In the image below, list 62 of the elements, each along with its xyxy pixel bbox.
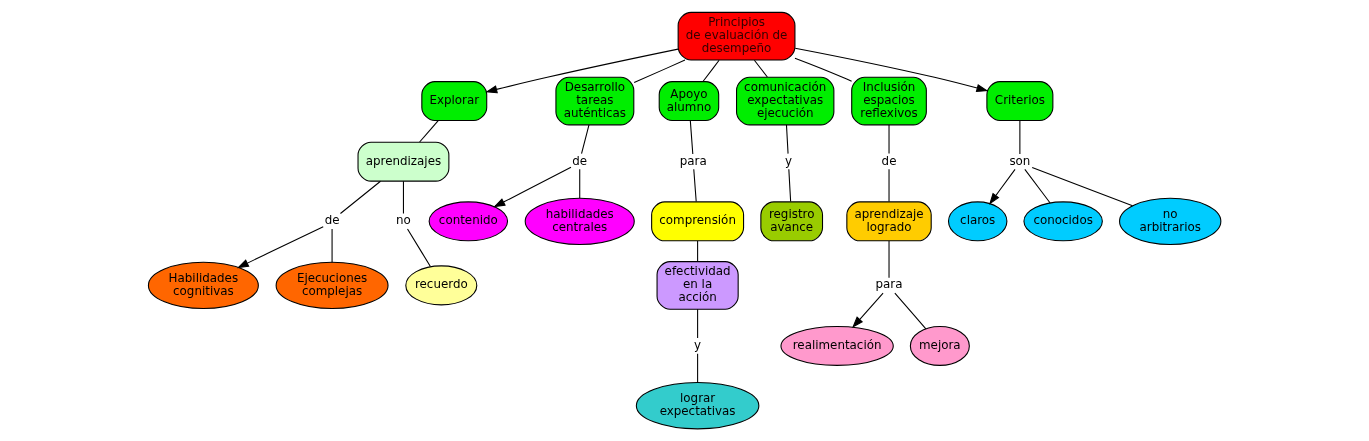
node-ellipse: no arbitrarios: [1119, 197, 1222, 246]
connector: [406, 228, 431, 267]
node-box: Principios de evaluación de desempeño: [677, 11, 796, 61]
node-box: Apoyo alumno: [658, 81, 720, 122]
connector: [579, 168, 581, 199]
arrow: [236, 226, 324, 269]
connector: [794, 57, 853, 82]
connector: [1024, 168, 1051, 204]
node-text: de: [572, 153, 588, 168]
node-ellipse: habilidades centrales: [524, 197, 635, 246]
node-text: para: [679, 153, 707, 168]
arrow: [485, 48, 679, 94]
connector: [888, 240, 890, 279]
connector: [1019, 120, 1021, 155]
connector: [697, 353, 699, 383]
connector: [697, 308, 699, 339]
node-text: de: [881, 153, 897, 168]
node-ellipse: contenido: [428, 201, 509, 242]
node-box: comunicación expectativas ejecución: [736, 76, 835, 126]
node-box: Desarrollo tareas auténticas: [555, 76, 635, 126]
node-text: no: [396, 213, 411, 228]
node-box: aprendizajes: [357, 141, 450, 182]
connector: [888, 168, 890, 202]
connector: [419, 120, 439, 143]
node-ellipse: realimentación: [780, 325, 894, 366]
node-box: Criterios: [986, 81, 1054, 122]
connector: [894, 292, 927, 330]
node-text: de: [324, 213, 340, 228]
node-box: aprendizaje logrado: [846, 201, 932, 242]
connector: [753, 59, 768, 78]
node-box: efectividad en la acción: [656, 261, 739, 310]
connector: [339, 180, 382, 215]
node-ellipse: claros: [947, 201, 1008, 242]
arrow: [493, 166, 572, 208]
connector: [633, 59, 686, 84]
node-ellipse: lograr expectativas: [635, 381, 760, 430]
arrow: [794, 47, 989, 93]
connector: [702, 59, 720, 83]
node-text: y: [784, 153, 792, 168]
connector: [331, 228, 333, 263]
node-box: comprensión: [651, 201, 745, 242]
connector: [693, 168, 697, 202]
connector: [402, 180, 404, 215]
connector: [785, 124, 789, 155]
node-box: Inclusión espacios reflexivos: [851, 76, 927, 126]
connector: [888, 124, 890, 155]
arrow: [852, 292, 884, 329]
arrow: [989, 168, 1016, 205]
node-text: para: [875, 277, 903, 292]
node-ellipse: recuerdo: [405, 265, 478, 306]
connector: [697, 240, 699, 262]
node-ellipse: conocidos: [1023, 201, 1103, 242]
connector: [788, 168, 792, 202]
node-ellipse: Ejecuciones complejas: [275, 261, 389, 310]
node-box: registro avance: [760, 201, 824, 242]
connector: [689, 120, 694, 155]
connector: [581, 124, 590, 155]
node-ellipse: mejora: [909, 325, 970, 366]
node-text: son: [1009, 153, 1031, 168]
node-box: Explorar: [421, 81, 488, 122]
connector: [1031, 166, 1134, 207]
node-text: y: [694, 337, 702, 352]
